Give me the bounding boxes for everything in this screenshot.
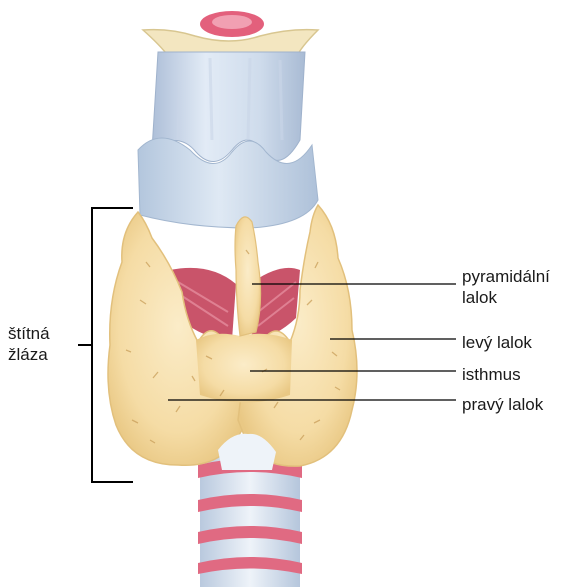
label-left-lobe: levý lalok	[462, 332, 532, 353]
pyramidal-lobe	[235, 217, 261, 336]
label-thyroid-gland: štítná žláza	[8, 323, 78, 365]
isthmus	[196, 334, 292, 403]
label-right-lobe: pravý lalok	[462, 394, 543, 415]
thyroid-gland	[108, 205, 357, 470]
label-isthmus: isthmus	[462, 364, 521, 385]
hyoid-bone	[143, 11, 318, 58]
label-pyramidal-lobe: pyramidální lalok	[462, 266, 567, 308]
